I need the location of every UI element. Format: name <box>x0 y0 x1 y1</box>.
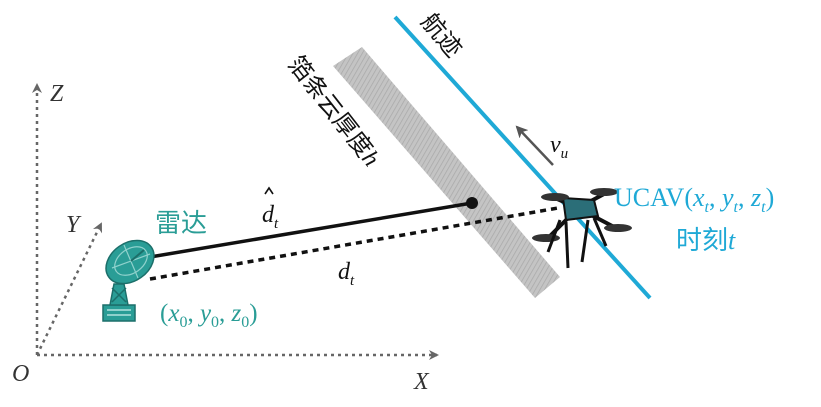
ucav-drone-icon <box>532 188 632 269</box>
radar-coordinates: (x0, y0, z0) <box>160 300 258 331</box>
flight-track <box>393 15 652 300</box>
coordinate-axes: O X Z Y <box>12 81 439 395</box>
radar-label: 雷达 <box>155 209 207 238</box>
flight-track-label: 航迹 <box>415 9 467 63</box>
z-axis-label: Z <box>50 81 64 107</box>
cloud-echo-point <box>466 197 478 209</box>
x-axis-label: X <box>413 369 430 395</box>
radar-dish-icon <box>102 239 155 322</box>
velocity-label: vu <box>550 132 568 162</box>
chaff-cloud-slab <box>333 47 560 298</box>
ucav-time-label: 时刻t <box>676 226 736 255</box>
ucav-coordinates: UCAV(xt, yt, zt) <box>614 183 774 216</box>
true-distance-line <box>149 206 559 281</box>
origin-label: O <box>12 361 29 387</box>
y-axis-label: Y <box>66 212 82 238</box>
apparent-distance-line <box>149 201 473 259</box>
svg-text:dt: dt <box>262 202 279 232</box>
distance-hat-label: dt <box>262 186 279 232</box>
hat-mark <box>264 186 274 195</box>
y-axis <box>35 222 103 356</box>
velocity-arrow <box>515 125 554 166</box>
distance-label: dt <box>338 259 355 289</box>
